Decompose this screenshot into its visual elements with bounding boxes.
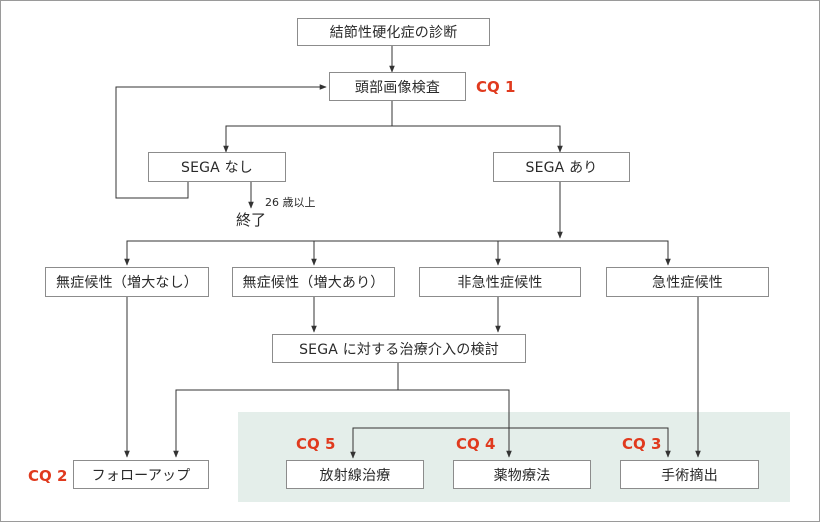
asymptomatic-no-growth-box: 無症候性（増大なし）: [45, 267, 209, 297]
cq1-tag: CQ 1: [476, 78, 516, 96]
asymptomatic-growth-label: 無症候性（増大あり）: [242, 275, 385, 291]
acute-symptomatic-label: 急性症候性: [652, 275, 723, 291]
follow-up-label: フォローアップ: [91, 467, 191, 484]
cq5-tag: CQ 5: [296, 435, 336, 453]
asymptomatic-no-growth-label: 無症候性（増大なし）: [56, 275, 198, 291]
follow-up-box: フォローアップ: [73, 460, 209, 489]
cq4-tag: CQ 4: [456, 435, 496, 453]
end-label: 終了: [236, 211, 267, 229]
surgery-box: 手術摘出: [620, 460, 759, 489]
edge-imaging-split: [223, 101, 393, 153]
sega-none-label: SEGA なし: [180, 160, 253, 176]
edge-review-to-followup: [173, 363, 399, 458]
nonacute-symptomatic-box: 非急性症候性: [419, 267, 581, 297]
drug-label: 薬物療法: [493, 467, 551, 484]
radiation-box: 放射線治療: [286, 460, 424, 489]
age-threshold-label: 26 歳以上: [265, 196, 316, 209]
edge-bracket-radiation: [352, 427, 671, 458]
cq2-tag: CQ 2: [28, 467, 68, 485]
diagnosis-label: 結節性硬化症の診断: [329, 25, 458, 41]
edge-imaging-to-sega-present: [392, 125, 563, 153]
nonacute-symptomatic-label: 非急性症候性: [457, 275, 543, 291]
edge-loop-back: [115, 84, 327, 199]
treatment-review-box: SEGA に対する治療介入の検討: [272, 334, 526, 363]
asymptomatic-growth-box: 無症候性（増大あり）: [232, 267, 395, 297]
surgery-label: 手術摘出: [661, 467, 718, 484]
edge-distribution: [126, 240, 671, 266]
diagnosis-box: 結節性硬化症の診断: [297, 18, 490, 46]
sega-none-box: SEGA なし: [148, 152, 286, 182]
cq3-tag: CQ 3: [622, 435, 662, 453]
drug-box: 薬物療法: [453, 460, 591, 489]
head-imaging-box: 頭部画像検査: [329, 72, 466, 101]
head-imaging-label: 頭部画像検査: [354, 79, 441, 96]
edge-review-to-drug: [398, 389, 512, 458]
sega-present-label: SEGA あり: [525, 160, 598, 176]
sega-present-box: SEGA あり: [493, 152, 630, 182]
radiation-label: 放射線治療: [319, 467, 391, 484]
treatment-review-label: SEGA に対する治療介入の検討: [299, 341, 499, 358]
acute-symptomatic-box: 急性症候性: [606, 267, 769, 297]
